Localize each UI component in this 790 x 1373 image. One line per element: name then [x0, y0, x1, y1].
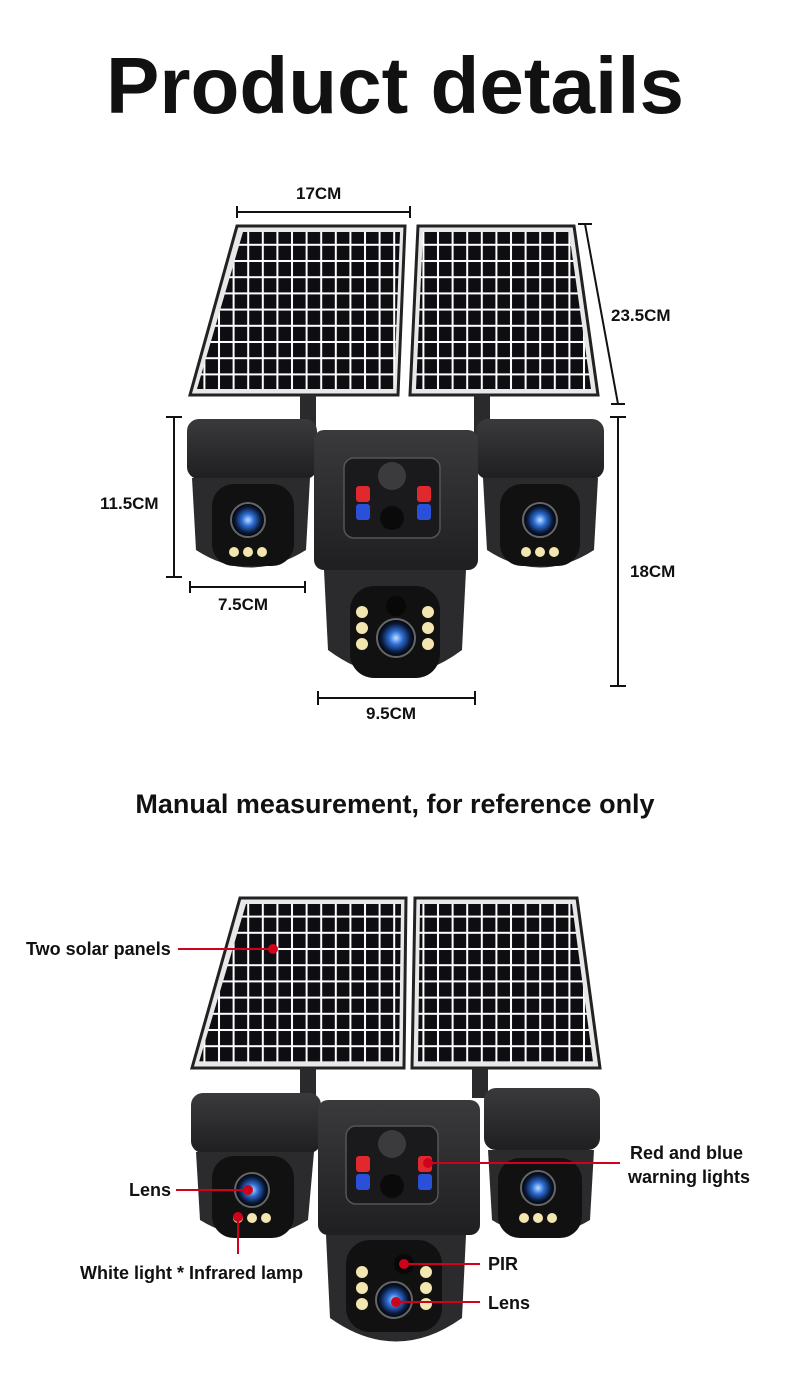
solar-panels-2 [190, 896, 602, 1070]
callout-warning-lights-line2: warning lights [628, 1167, 751, 1187]
callout-lens-left: Lens [129, 1180, 172, 1200]
right-camera [476, 419, 604, 568]
left-camera [187, 419, 317, 568]
dimension-figure [166, 206, 626, 705]
dim-total-height: 18CM [630, 562, 676, 581]
dim-bottom-camera-width: 9.5CM [366, 704, 417, 723]
bottom-camera-2 [326, 1235, 466, 1342]
callout-pir: PIR [488, 1254, 519, 1274]
feature-figure [176, 896, 620, 1342]
left-camera-2 [191, 1093, 321, 1238]
dim-side-camera-height: 11.5CM [100, 494, 159, 513]
dimension-lines [166, 206, 626, 705]
dim-panel-width: 17CM [296, 184, 342, 203]
bottom-camera [324, 570, 466, 678]
center-body-2 [318, 1100, 480, 1235]
callout-lines [176, 944, 620, 1307]
right-camera-2 [484, 1088, 600, 1238]
callout-lens-bottom: Lens [488, 1293, 531, 1313]
callout-warning-lights-line1: Red and blue [630, 1143, 744, 1163]
center-body [314, 430, 478, 570]
callout-solar-panels: Two solar panels [26, 939, 171, 959]
solar-panels [188, 224, 600, 397]
callout-white-light: White light * Infrared lamp [80, 1263, 304, 1283]
dim-side-camera-width: 7.5CM [218, 595, 269, 614]
page-title: Product details [106, 41, 684, 130]
reference-note: Manual measurement, for reference only [135, 789, 655, 819]
dim-panel-height: 23.5CM [611, 306, 671, 325]
